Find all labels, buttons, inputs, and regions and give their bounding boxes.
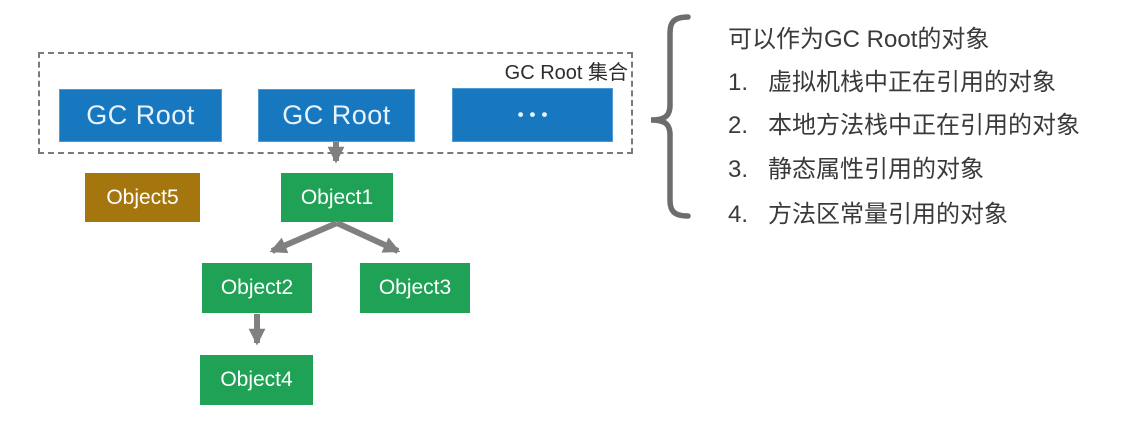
object5-box: Object5 xyxy=(85,173,200,222)
notes-item-4: 4. 方法区常量引用的对象 xyxy=(728,194,1008,229)
notes-item-2: 2. 本地方法栈中正在引用的对象 xyxy=(728,105,1080,140)
notes-item-1-number: 1. xyxy=(728,69,749,96)
notes-item-2-text: 本地方法栈中正在引用的对象 xyxy=(768,112,1080,139)
gc-root-box-2: GC Root xyxy=(258,89,415,142)
notes-item-3-text: 静态属性引用的对象 xyxy=(768,156,984,183)
object3-box: Object3 xyxy=(360,263,470,313)
arrow-object1-to-object3 xyxy=(335,220,401,254)
ellipsis-dots-icon: ••• xyxy=(517,105,554,124)
arrow-object1-to-object2 xyxy=(269,220,339,254)
object2-label: Object2 xyxy=(220,276,294,299)
notes-item-4-text: 方法区常量引用的对象 xyxy=(768,201,1008,228)
notes-item-3: 3. 静态属性引用的对象 xyxy=(728,149,984,184)
object4-label: Object4 xyxy=(220,368,293,391)
object4-box: Object4 xyxy=(200,355,313,405)
notes-item-1: 1. 虚拟机栈中正在引用的对象 xyxy=(728,62,1056,97)
notes-title: 可以作为GC Root的对象 xyxy=(728,26,990,53)
notes-item-2-number: 2. xyxy=(728,112,749,139)
object2-box: Object2 xyxy=(202,263,312,313)
gc-root-box-1-label: GC Root xyxy=(86,100,195,130)
gc-root-set-label: GC Root 集合 xyxy=(504,62,628,84)
object1-label: Object1 xyxy=(300,185,374,209)
gc-root-box-ellipsis: ••• xyxy=(452,88,613,142)
gc-root-box-1: GC Root xyxy=(59,89,222,142)
notes-item-3-number: 3. xyxy=(728,156,749,183)
object1-box: Object1 xyxy=(281,173,393,222)
notes-item-1-text: 虚拟机栈中正在引用的对象 xyxy=(768,69,1056,96)
object3-label: Object3 xyxy=(378,276,452,299)
gc-root-box-2-label: GC Root xyxy=(282,100,391,130)
curly-brace xyxy=(650,14,691,219)
object5-label: Object5 xyxy=(106,185,179,209)
notes-item-4-number: 4. xyxy=(728,201,749,228)
